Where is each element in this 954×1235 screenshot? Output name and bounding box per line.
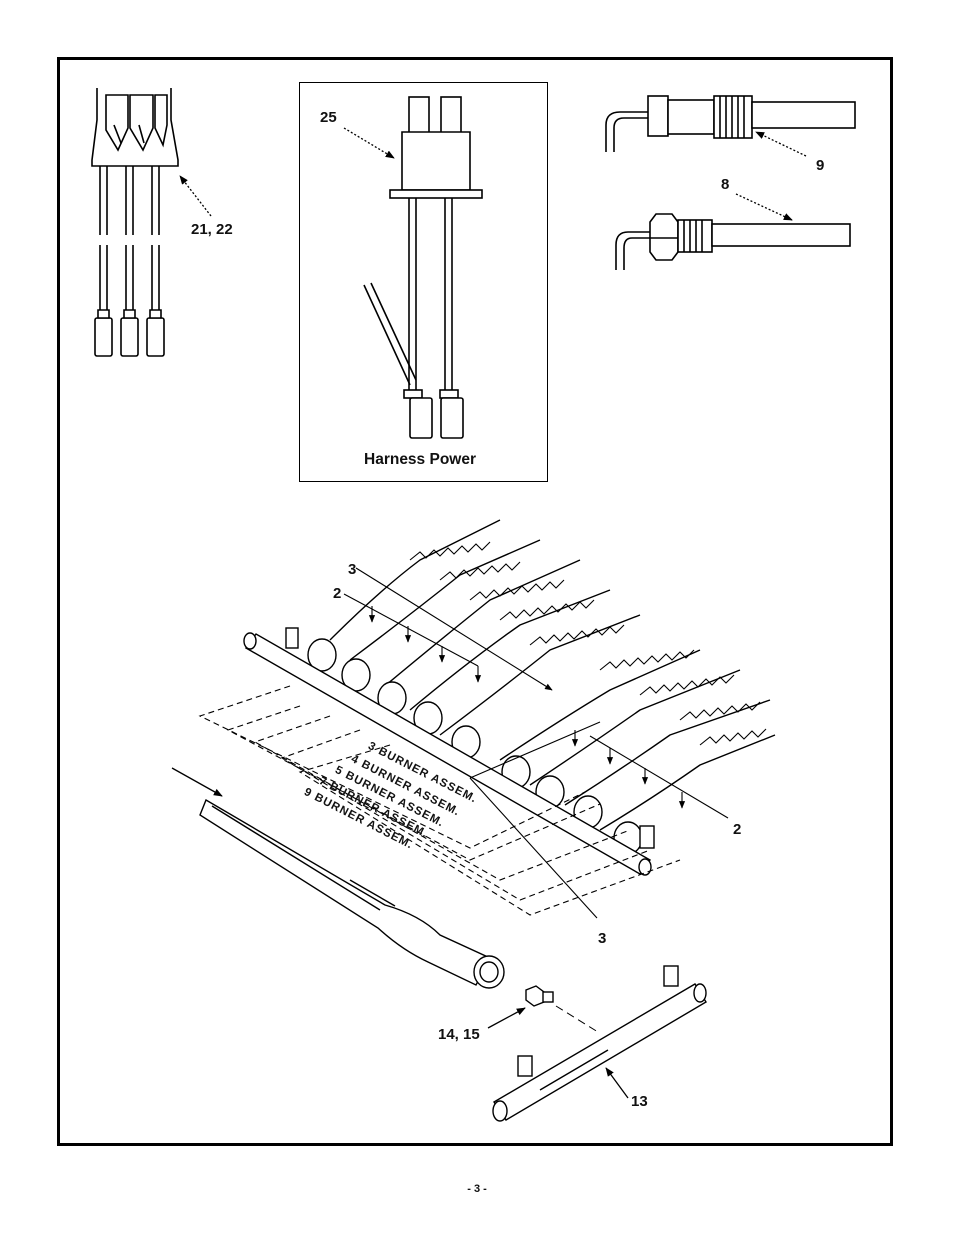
harness-power-caption: Harness Power	[364, 451, 476, 468]
burner-3-drawing	[199, 798, 505, 989]
callout-harness-connector: 25	[320, 109, 337, 126]
callout-terminal-block: 21, 22	[191, 221, 233, 238]
callout-sensor-9: 9	[816, 157, 825, 174]
harness-power-box	[299, 82, 548, 482]
callout-manifold: 13	[631, 1093, 648, 1110]
assembly-outline-lines	[198, 685, 681, 916]
sensor-9-drawing	[605, 95, 856, 152]
terminal-block-drawing	[91, 88, 179, 357]
figure-frame	[57, 57, 893, 1146]
callout-orifice-fitting: 14, 15	[438, 1026, 480, 1043]
sensor-8-drawing	[615, 213, 851, 270]
orifice-fitting-drawing	[525, 985, 554, 1007]
harness-connector-drawing	[363, 96, 483, 439]
callout-burner-3-lower: 3	[598, 930, 607, 947]
callout-burner-3-upper: 3	[348, 561, 357, 578]
manifold-drawing	[492, 965, 707, 1122]
callout-orifice-2-upper: 2	[333, 585, 342, 602]
burner-assembly-drawing	[243, 519, 776, 876]
callout-sensor-8: 8	[721, 176, 730, 193]
page-number: - 3 -	[467, 1183, 487, 1195]
callout-orifice-2-right: 2	[733, 821, 742, 838]
